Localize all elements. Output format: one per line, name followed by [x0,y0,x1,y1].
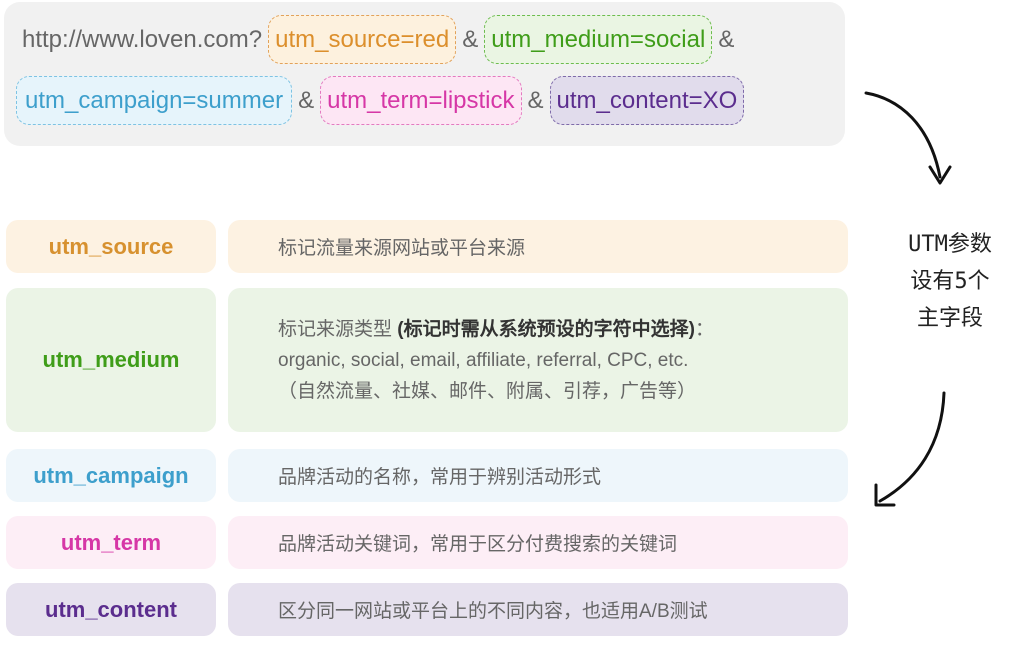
row-desc-content: 区分同一网站或平台上的不同内容，也适用A/B测试 [228,583,848,636]
row-desc-source: 标记流量来源网站或平台来源 [228,220,848,273]
amp-separator: & [718,25,735,53]
param-chip-medium: utm_medium=social [484,15,713,64]
param-chip-content: utm_content=XO [549,76,745,125]
medium-desc-line-1: 标记来源类型 (标记时需从系统预设的字符中选择)： [278,318,714,340]
annotation-text: UTM参数 设有5个 主字段 [880,226,1020,337]
medium-desc-line-3: （自然流量、社媒、邮件、附属、引荐，广告等） [278,380,697,402]
annotation-line-2: 设有5个 [910,269,990,294]
curved-arrow-down-left-icon [874,391,946,507]
annotation-line-3: 主字段 [916,306,983,331]
param-chip-term: utm_term=lipstick [320,76,522,125]
medium-desc-line-2: organic, social, email, affiliate, refer… [278,349,689,371]
row-desc-term: 品牌活动关键词，常用于区分付费搜索的关键词 [228,516,848,569]
amp-separator: & [462,25,479,53]
amp-separator: & [527,86,544,114]
row-key-medium: utm_medium [6,288,216,432]
url-line-2: utm_campaign=summer & utm_term=lipstick … [16,76,745,125]
row-key-campaign: utm_campaign [6,449,216,502]
medium-desc-bold: (标记时需从系统预设的字符中选择) [397,318,695,340]
row-key-term: utm_term [6,516,216,569]
param-chip-source: utm_source=red [268,15,457,64]
row-desc-campaign: 品牌活动的名称，常用于辨别活动形式 [228,449,848,502]
url-line-1: http://www.loven.com? utm_source=red & u… [22,15,740,64]
url-base: http://www.loven.com? [22,25,263,53]
row-key-content: utm_content [6,583,216,636]
curved-arrow-down-icon [864,91,952,185]
amp-separator: & [298,86,315,114]
row-desc-medium: 标记来源类型 (标记时需从系统预设的字符中选择)： organic, socia… [228,288,848,432]
param-chip-campaign: utm_campaign=summer [16,76,293,125]
annotation-line-1: UTM参数 [908,232,992,257]
row-key-source: utm_source [6,220,216,273]
url-example-box: http://www.loven.com? utm_source=red & u… [4,2,845,146]
